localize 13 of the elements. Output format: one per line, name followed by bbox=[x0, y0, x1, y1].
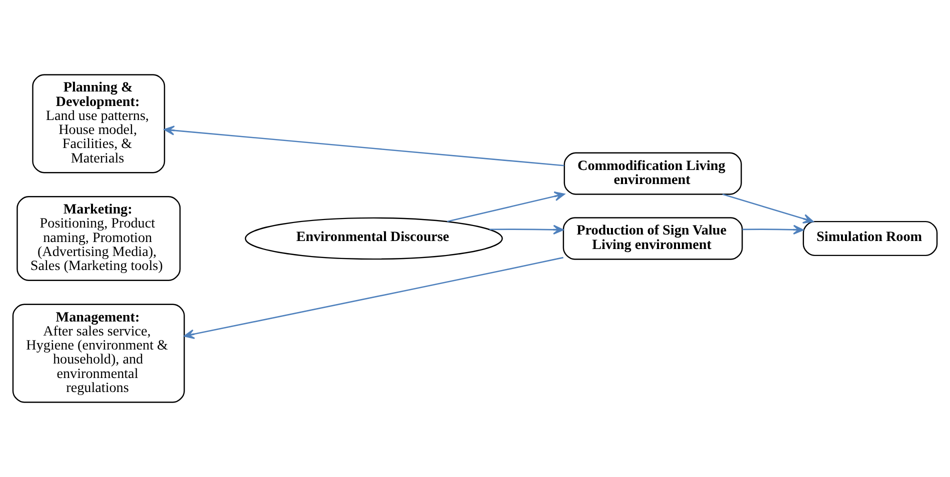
arrow bbox=[722, 194, 814, 224]
arrow bbox=[184, 256, 564, 339]
node-box: Commodification Living environment bbox=[564, 152, 742, 195]
arrow bbox=[164, 126, 564, 166]
node-box: Planning & Development: Land use patterns, House model, Facilities, & Materials bbox=[32, 74, 166, 174]
arrow bbox=[447, 191, 565, 222]
node-box: Marketing: Positioning, Product naming, Promotion (Advertising Media), Sales (Marketing tools) bbox=[16, 196, 181, 281]
arrow bbox=[742, 224, 804, 235]
node-box: Management: After sales service, Hygiene (environment & household), and environmental regulations bbox=[12, 304, 185, 403]
node-ellipse: Environmental Discourse bbox=[244, 217, 503, 260]
node-box: Production of Sign Value Living environment bbox=[562, 217, 743, 260]
node-box: Simulation Room bbox=[802, 220, 938, 256]
arrow bbox=[489, 224, 564, 235]
